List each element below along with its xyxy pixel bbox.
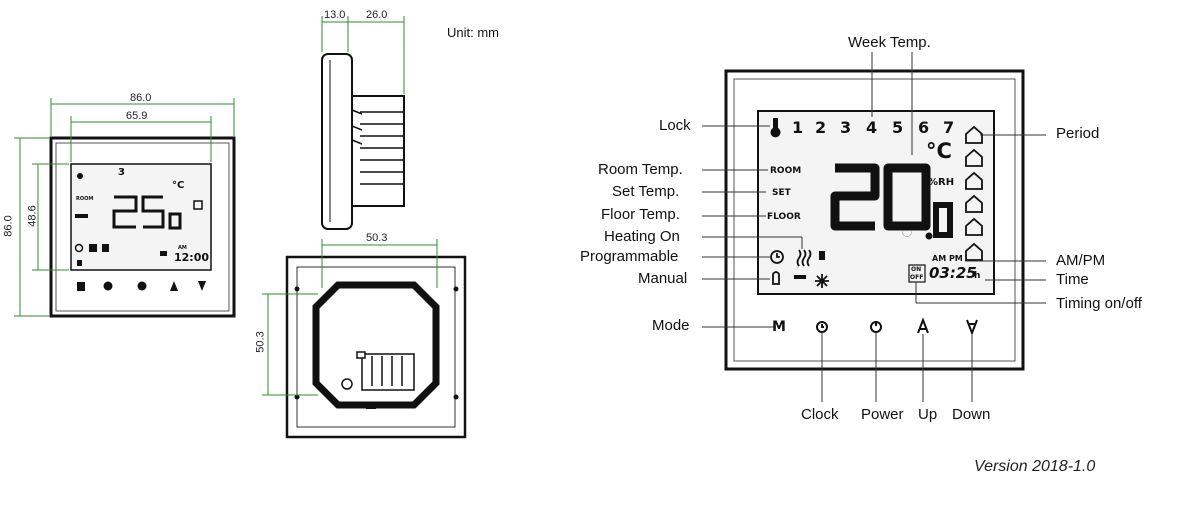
front-power-button xyxy=(137,281,147,291)
small-am: AM xyxy=(178,245,187,251)
big-celsius: °C xyxy=(926,139,952,163)
side-face-plate xyxy=(321,53,353,230)
side-fins xyxy=(351,109,404,185)
front-mode-button xyxy=(77,282,85,291)
up-button xyxy=(917,317,929,334)
lcd-status-icons xyxy=(770,249,829,288)
callout-heating-on: Heating On xyxy=(604,228,680,245)
callout-lines xyxy=(702,52,1046,402)
week-day-5: 5 xyxy=(892,118,904,137)
front-icons xyxy=(74,173,203,266)
speaker-icon xyxy=(819,251,825,260)
back-terminal-block xyxy=(341,351,415,391)
dim-front-width-outer: 86.0 xyxy=(130,92,152,104)
callout-floor-temp: Floor Temp. xyxy=(601,206,680,223)
small-room-text: ROOM xyxy=(76,196,94,202)
dim-back-width: 50.3 xyxy=(366,232,388,244)
callout-timing-on-off: Timing on/off xyxy=(1056,295,1142,312)
callout-programmable: Programmable xyxy=(580,248,679,265)
front-buttons xyxy=(77,281,206,291)
big-bezel-inner xyxy=(733,78,1016,362)
big-decimal-dot xyxy=(925,232,933,240)
callout-am-pm: AM/PM xyxy=(1056,252,1106,269)
callout-period: Period xyxy=(1056,125,1100,142)
callout-power: Power xyxy=(861,406,904,423)
unit-label: Unit: mm xyxy=(447,25,499,40)
callout-clock: Clock xyxy=(801,406,839,423)
callout-set-temp: Set Temp. xyxy=(612,183,680,200)
front-clock-button xyxy=(103,281,113,291)
back-dimension-lines xyxy=(262,239,438,396)
vacation-icon xyxy=(794,275,806,279)
big-digits-shapes xyxy=(830,163,931,237)
on-label: ON xyxy=(911,266,922,273)
lcd-fill-icons xyxy=(770,118,926,283)
big-temp-decimal: 0 xyxy=(936,205,937,206)
set-label: SET xyxy=(772,188,791,198)
dim-front-height-screen: 48.6 xyxy=(26,205,39,227)
week-day-6: 6 xyxy=(918,118,930,137)
dim-front-height-outer: 86.0 xyxy=(2,215,15,237)
humidity-label: %RH xyxy=(928,177,955,188)
programmable-clock-icon xyxy=(770,250,784,264)
big-front-view xyxy=(702,52,1046,402)
manual-hand-icon xyxy=(772,271,780,285)
lock-thermometer-icon xyxy=(770,118,781,138)
heating-waves-icon xyxy=(796,249,812,267)
week-day-2: 2 xyxy=(815,118,827,137)
big-decimal-shape xyxy=(933,202,953,238)
callout-mode: Mode xyxy=(652,317,690,334)
big-temp-main: 20 xyxy=(831,151,832,152)
front-bezel-inner xyxy=(55,142,230,312)
front-lcd xyxy=(70,163,212,271)
front-up-button xyxy=(170,281,178,291)
floor-label: FLOOR xyxy=(767,212,801,222)
mode-button: M xyxy=(772,319,786,335)
back-screw-holes xyxy=(294,286,459,409)
back-plate-inner xyxy=(296,266,456,428)
callout-lock: Lock xyxy=(659,117,691,134)
front-dimension-lines xyxy=(14,98,235,317)
back-view xyxy=(262,239,467,439)
big-lcd xyxy=(757,110,995,295)
am-pm-indicator: AM PM xyxy=(932,254,963,263)
callout-room-temp: Room Temp. xyxy=(598,161,683,178)
callout-up: Up xyxy=(918,406,938,423)
front-view xyxy=(14,98,236,318)
version-label: Version 2018-1.0 xyxy=(974,458,1096,475)
side-body xyxy=(351,95,405,207)
front-big-digits xyxy=(112,195,182,230)
week-day-1: 1 xyxy=(792,118,804,137)
timing-on-off-box xyxy=(908,264,926,283)
big-buttons xyxy=(816,317,978,336)
small-celsius: °C xyxy=(172,180,185,191)
small-time: 12:00 xyxy=(174,251,210,264)
callout-time: Time xyxy=(1056,271,1089,288)
room-label: ROOM xyxy=(770,166,802,176)
week-day-4: 4 xyxy=(866,118,878,137)
week-day-7: 7 xyxy=(943,118,955,137)
side-view xyxy=(321,16,405,230)
callout-manual: Manual xyxy=(638,270,688,287)
side-dimension-lines xyxy=(321,16,405,94)
small-week-day: 3 xyxy=(118,167,125,178)
down-button xyxy=(966,319,978,336)
dim-side-depth-back: 26.0 xyxy=(366,9,388,21)
week-day-3: 3 xyxy=(840,118,852,137)
lcd-time: 03:25 xyxy=(929,264,977,282)
dim-front-width-screen: 65.9 xyxy=(126,110,148,122)
callout-week-temp: Week Temp. xyxy=(848,34,931,51)
fan-icon xyxy=(815,274,829,288)
off-label: OFF xyxy=(910,274,924,281)
dim-back-height: 50.3 xyxy=(254,331,267,353)
period-icons xyxy=(965,125,983,261)
callout-down: Down xyxy=(952,406,991,423)
dim-side-depth-front: 13.0 xyxy=(324,9,346,21)
lcd-time-suffix: h xyxy=(974,271,981,281)
front-down-button xyxy=(198,281,206,291)
